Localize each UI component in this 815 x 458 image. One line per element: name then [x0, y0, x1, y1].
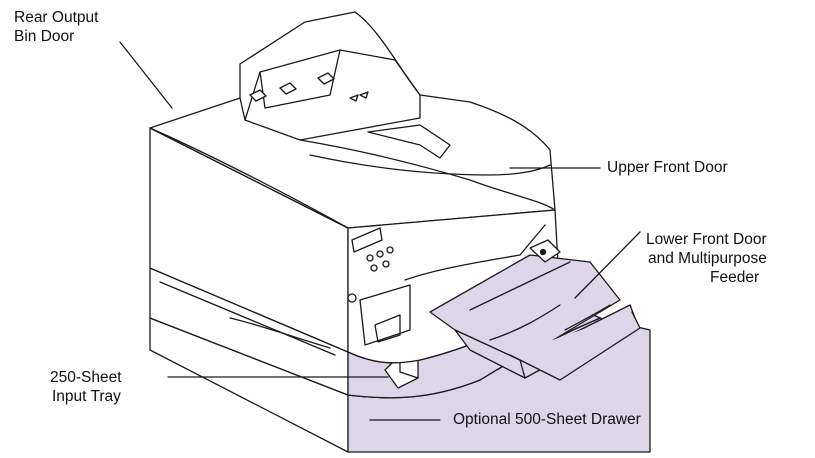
callout-leaders	[119, 41, 641, 421]
label-line: and Multipurpose	[648, 250, 767, 267]
label-line: Upper Front Door	[607, 159, 728, 176]
label-line: Optional 500-Sheet Drawer	[453, 411, 641, 428]
label-line: Rear Output	[14, 9, 99, 26]
label-lower-front-door-multipurpose-feeder: Lower Front Door and Multipurpose Feeder	[646, 230, 767, 287]
label-250-sheet-input-tray: 250-Sheet Input Tray	[50, 368, 122, 406]
label-line: Lower Front Door	[646, 231, 767, 248]
label-line: Bin Door	[14, 28, 75, 45]
label-line: Input Tray	[52, 388, 121, 405]
multipurpose-feeder	[429, 239, 641, 381]
label-rear-output-bin-door: Rear Output Bin Door	[14, 8, 98, 46]
label-upper-front-door: Upper Front Door	[607, 158, 728, 177]
label-optional-500-sheet-drawer: Optional 500-Sheet Drawer	[453, 410, 641, 429]
label-line: Feeder	[710, 269, 760, 286]
label-line: 250-Sheet	[50, 369, 122, 386]
